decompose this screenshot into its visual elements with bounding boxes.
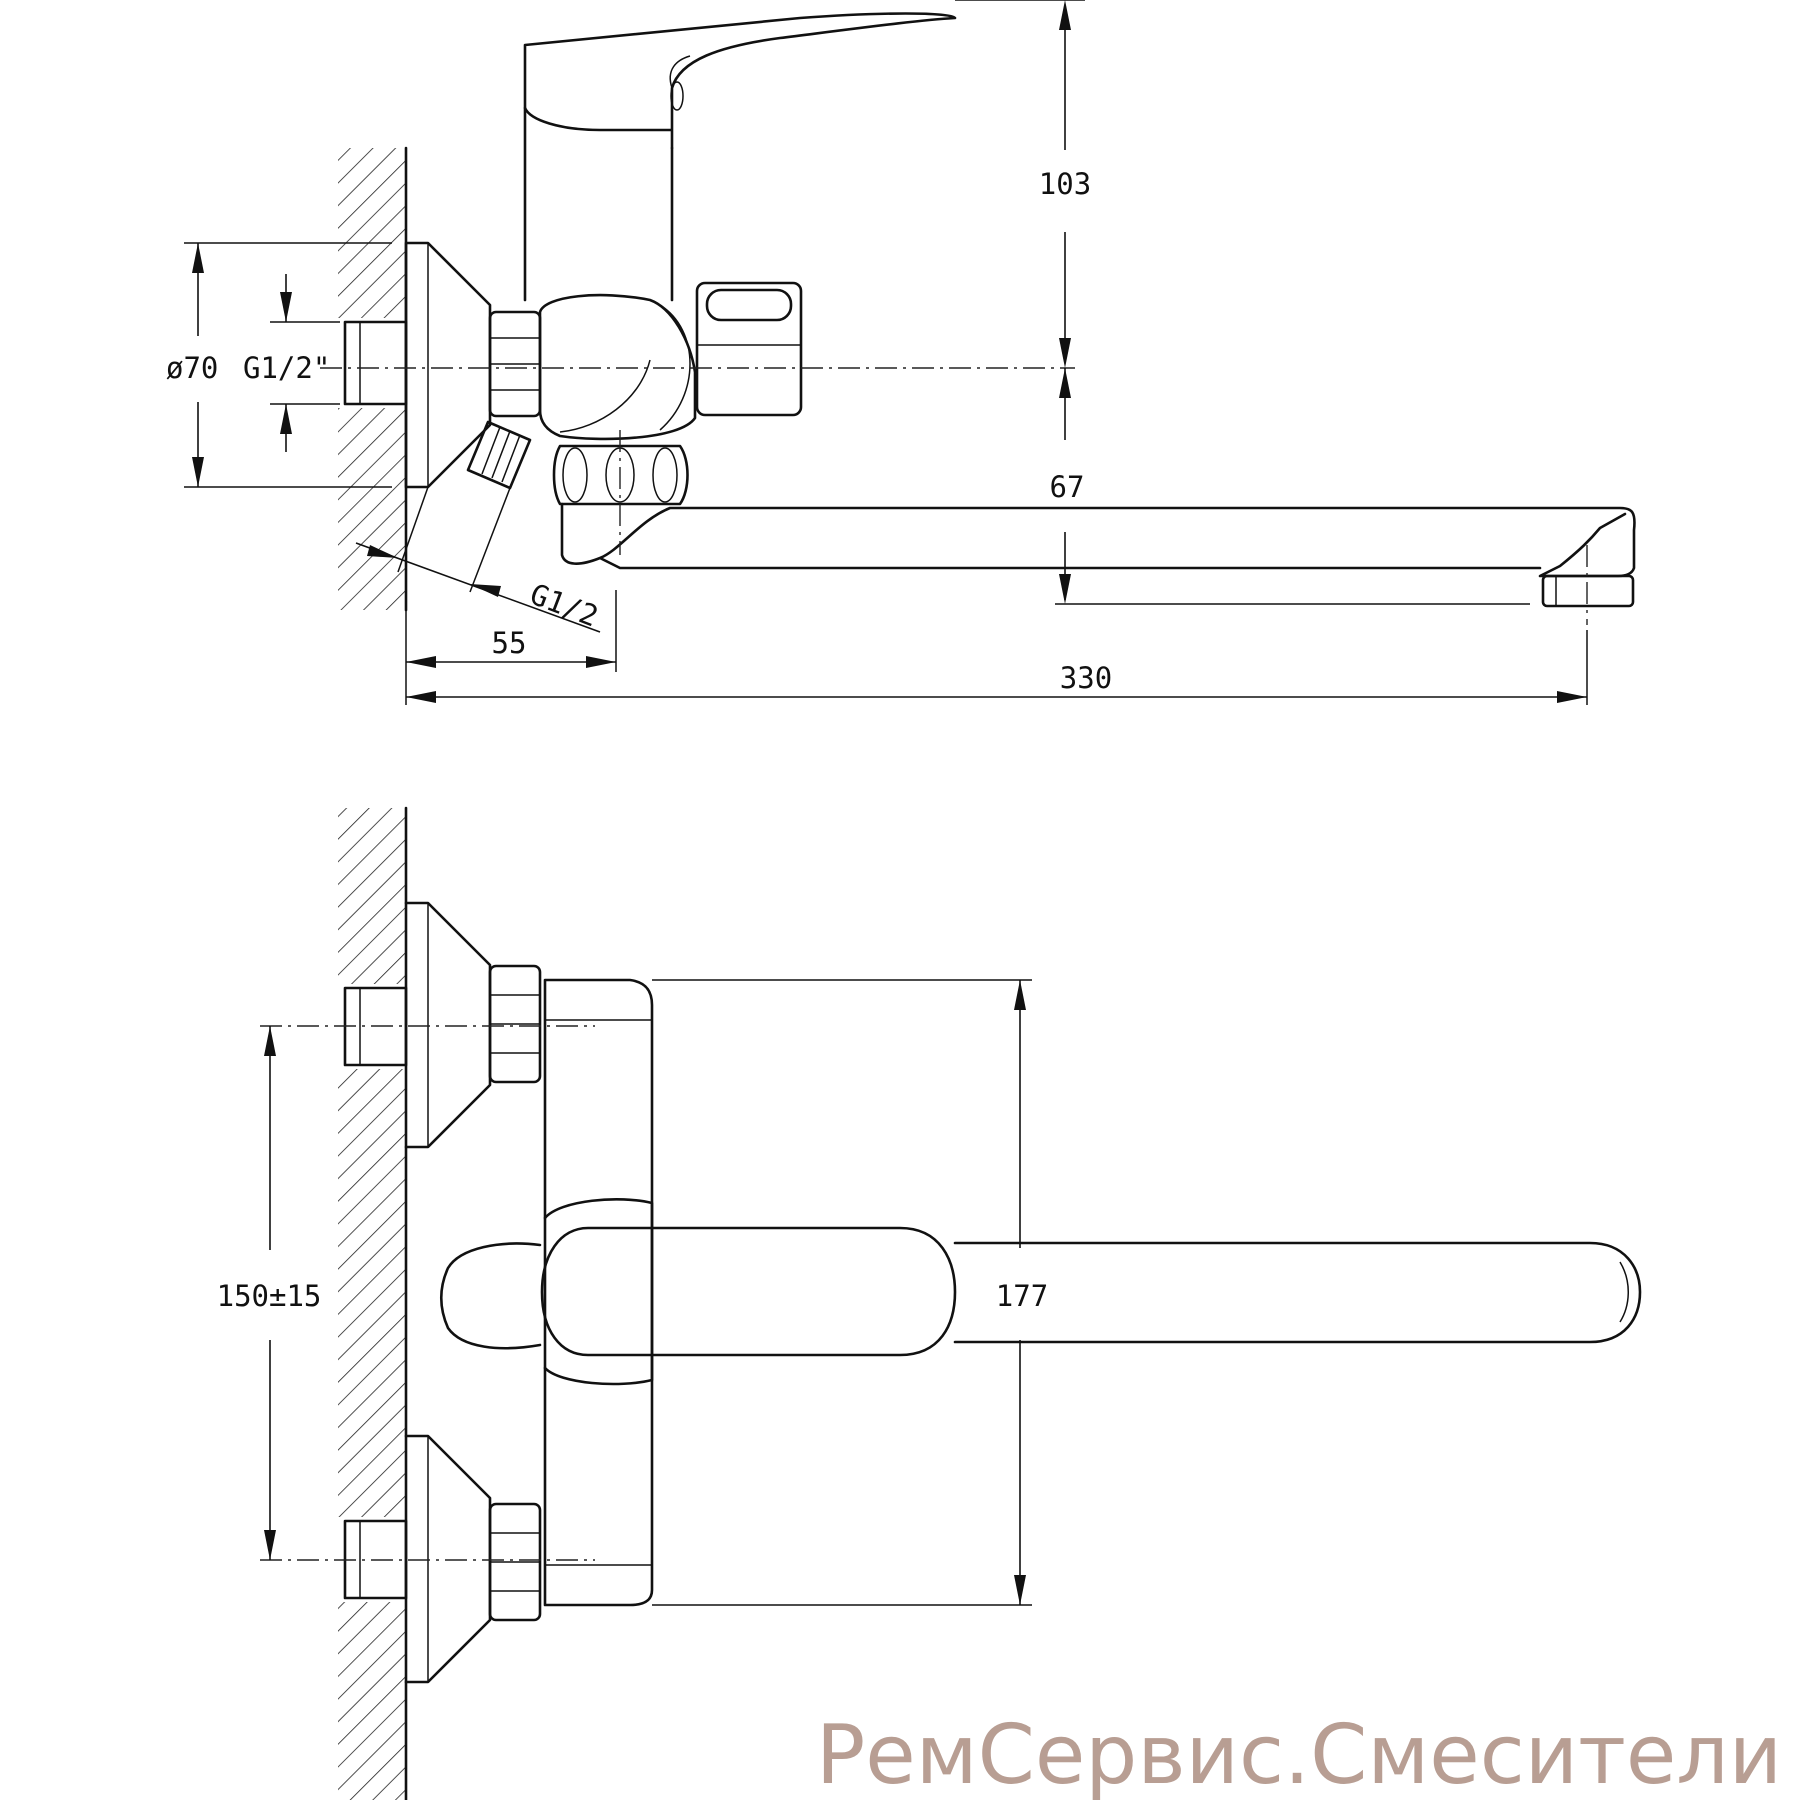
dim-67-label: 67: [1050, 470, 1085, 504]
dim-inlet-thread-label: G1/2": [243, 351, 330, 385]
dim-150: 150±15: [217, 1026, 322, 1560]
mixer-body: [538, 293, 697, 441]
column: [523, 106, 674, 302]
spout-top: [953, 1241, 1642, 1344]
dim-55: 55: [405, 487, 617, 705]
dim-103: 103: [955, 0, 1091, 368]
dim-150-label: 150±15: [217, 1279, 322, 1313]
dim-330: 330: [406, 630, 1588, 705]
aerator: [1541, 574, 1635, 608]
side-view: 103 67 ø70 G1/2: [166, 0, 1636, 705]
dim-177: 177: [652, 979, 1048, 1606]
handle-lever-side: [523, 12, 957, 150]
dim-shower-thread-label: G1/2: [525, 577, 602, 634]
wall-hatch-lower: [338, 808, 406, 1800]
dim-flange-diameter: ø70: [166, 242, 392, 488]
dim-flange-diameter-label: ø70: [166, 351, 218, 385]
dim-inlet-thread: G1/2": [243, 274, 340, 452]
dim-330-label: 330: [1060, 661, 1112, 695]
spout: [560, 502, 1636, 578]
dim-55-label: 55: [492, 626, 527, 660]
watermark: РемСервис.Смесители: [816, 1708, 1782, 1800]
dim-67: 67: [1050, 368, 1530, 605]
handle-base: [543, 1198, 654, 1386]
dim-103-label: 103: [1039, 167, 1091, 201]
top-view: 150±15 177: [217, 806, 1642, 1800]
mixer-body-top: [543, 978, 654, 1607]
hex-nut: [488, 310, 542, 418]
dim-177-label: 177: [996, 1279, 1048, 1313]
spout-collar: [552, 444, 689, 506]
handle-lever-top: [540, 1226, 957, 1357]
shower-outlet: [466, 420, 532, 490]
diverter-tip: [439, 1242, 542, 1350]
diverter-knob: [695, 281, 803, 417]
lower-inlet: [343, 1434, 542, 1684]
